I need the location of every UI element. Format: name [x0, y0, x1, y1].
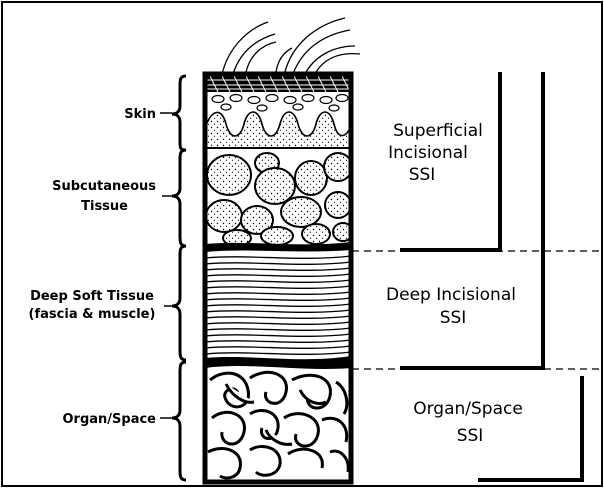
deep-incisional-ssi-line2: SSI: [440, 308, 467, 328]
tissue-column: [205, 74, 353, 482]
deep-soft-tissue-label-line1: Deep Soft Tissue: [30, 289, 154, 304]
superficial-ssi-line1: Superficial: [393, 121, 483, 141]
deep-soft-tissue-label-line2: (fascia & muscle): [29, 307, 156, 322]
level-dividers: [352, 251, 604, 369]
subcutaneous-label-line1: Subcutaneous: [52, 179, 156, 194]
organ-space-ssi-line2: SSI: [457, 426, 484, 446]
deep-incisional-ssi-line1: Deep Incisional: [386, 285, 516, 305]
skin-label: Skin: [124, 107, 156, 122]
hair-icon: [222, 18, 360, 74]
subcutaneous-label-line2: Tissue: [81, 199, 128, 214]
superficial-ssi-line3: SSI: [409, 165, 436, 185]
organ-space-ssi-line1: Organ/Space: [413, 399, 523, 419]
superficial-ssi-line2: Incisional: [388, 143, 468, 163]
organ-space-label: Organ/Space: [62, 412, 156, 427]
layer-brackets: [172, 76, 186, 480]
